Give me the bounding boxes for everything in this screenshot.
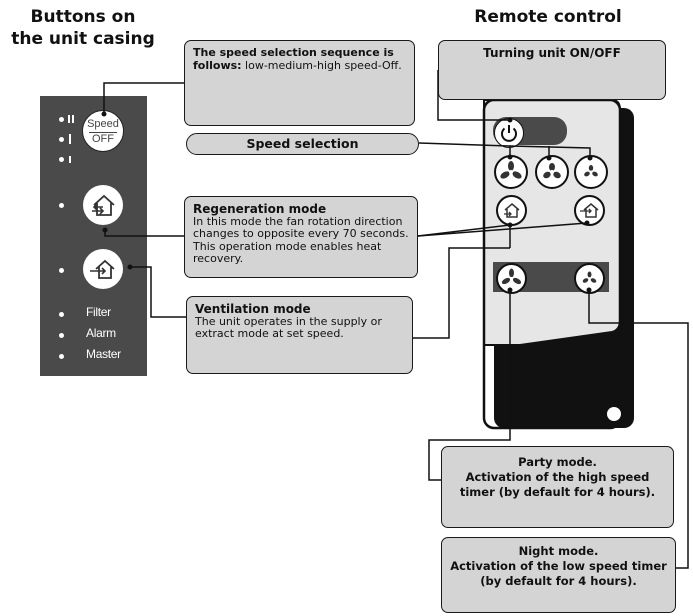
remote-night-button[interactable] (574, 263, 605, 294)
speed-indicator-high (59, 117, 64, 122)
ventilation-indicator (59, 268, 64, 273)
night-mode-title: Night mode. (518, 544, 599, 558)
remote-ventilation-button[interactable] (574, 195, 605, 226)
fan-medium-icon (543, 163, 561, 179)
speed-bar-high-1 (68, 115, 70, 123)
remote-fan-medium-button[interactable] (535, 155, 569, 189)
ventilation-button[interactable] (83, 249, 123, 289)
speed-selection-label: Speed selection (246, 136, 359, 151)
turning-unit-callout: Turning unit ON/OFF (438, 40, 666, 100)
speed-divider (89, 132, 117, 133)
regeneration-indicator (59, 203, 64, 208)
regeneration-icon (504, 203, 520, 218)
casing-heading-line-2: the unit casing (11, 29, 155, 49)
remote-party-button[interactable] (496, 263, 527, 294)
party-icon (501, 268, 522, 285)
ventilation-icon (90, 259, 115, 279)
regeneration-text: In this mode the fan rotation direction … (193, 214, 409, 265)
master-label: Master (86, 347, 121, 361)
fan-low-icon (500, 161, 522, 179)
unit-casing-panel: Speed OFF Filter Alarm Master (40, 96, 147, 376)
night-mode-line-3: (by default for 4 hours). (480, 574, 637, 588)
regeneration-callout: Regeneration mode In this mode the fan r… (184, 196, 418, 278)
fan-high-icon (584, 165, 598, 177)
night-mode-line-2: Activation of the low speed timer (450, 559, 667, 573)
speed-indicator-low (59, 157, 64, 162)
alarm-label: Alarm (86, 326, 116, 340)
remote-power-button[interactable] (494, 118, 524, 148)
remote-fan-high-button[interactable] (574, 155, 608, 189)
party-mode-line-3: timer (by default for 4 hours). (459, 485, 656, 499)
speed-label: Speed (87, 118, 119, 130)
remote-fan-low-button[interactable] (494, 155, 528, 189)
night-mode-callout: Night mode. Activation of the low speed … (441, 537, 676, 613)
regeneration-title: Regeneration mode (193, 202, 327, 216)
ventilation-title: Ventilation mode (195, 302, 311, 316)
ventilation-icon (580, 203, 599, 218)
speed-bar-medium (69, 134, 71, 144)
speed-sequence-text: low-medium-high speed-Off. (241, 58, 402, 72)
party-mode-line-2: Activation of the high speed (465, 470, 650, 484)
off-label: OFF (92, 133, 114, 145)
speed-sequence-callout: The speed selection sequence is follows:… (184, 40, 415, 126)
party-mode-callout: Party mode. Activation of the high speed… (441, 446, 674, 528)
speed-indicator-medium (59, 137, 64, 142)
ventilation-callout: Ventilation mode The unit operates in th… (186, 296, 413, 374)
alarm-indicator (59, 333, 64, 338)
regeneration-icon (92, 194, 115, 216)
regeneration-button[interactable] (83, 185, 123, 225)
power-icon (501, 125, 517, 142)
remote-heading: Remote control (474, 7, 622, 27)
speed-sequence-bold: The speed selection sequence is follows: (193, 46, 394, 72)
casing-heading-line-1: Buttons on (30, 7, 136, 27)
master-indicator (59, 354, 64, 359)
night-icon (582, 271, 597, 283)
filter-label: Filter (86, 305, 111, 319)
speed-selection-callout: Speed selection (186, 133, 419, 155)
party-mode-title: Party mode. (518, 455, 597, 469)
filter-indicator (59, 312, 64, 317)
turning-unit-label: Turning unit ON/OFF (483, 46, 621, 60)
speed-off-button[interactable]: Speed OFF (82, 110, 124, 152)
speed-bar-high-2 (72, 115, 74, 123)
ventilation-text: The unit operates in the supply or extra… (195, 314, 382, 340)
speed-bar-low (69, 156, 71, 163)
remote-regeneration-button[interactable] (496, 195, 527, 226)
casing-heading: Buttons on the unit casing (0, 6, 166, 50)
